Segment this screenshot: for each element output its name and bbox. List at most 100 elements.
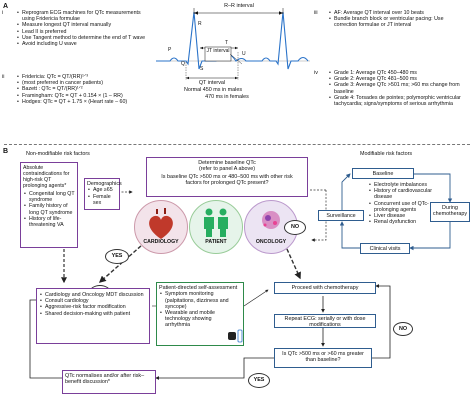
formula-framingham: Framingham: QTc = QT + 0.154 × (1 – RR) bbox=[17, 93, 156, 99]
demographics-list: Age ≥65 Female sex bbox=[87, 187, 117, 206]
normal-females: 470 ms in females bbox=[205, 94, 249, 100]
cell-icon bbox=[262, 211, 280, 229]
formula-list: Fridericia: QTc = QT/(RR)¹ᐟ³ (most prefe… bbox=[16, 74, 156, 105]
qt-interval-label: QT interval bbox=[198, 80, 226, 86]
absolute-title: Absolute contraindications for high-risk… bbox=[23, 165, 70, 189]
list-item: Family history of long QT syndrome bbox=[24, 203, 75, 215]
section-ii-number: ii bbox=[2, 74, 5, 80]
grade-2: Grade 2: Average QTc 481–500 ms bbox=[329, 76, 468, 82]
section-iv-number: iv bbox=[314, 70, 318, 76]
modifiable-list-wrap: Electrolyte imbalances History of cardio… bbox=[368, 182, 432, 226]
no-bubble: NO bbox=[284, 220, 306, 235]
patient-icon bbox=[204, 208, 228, 237]
demographics-box: Demographics Age ≥65 Female sex bbox=[84, 178, 122, 210]
oncology-label: ONCOLOGY bbox=[255, 239, 287, 245]
patient-circle: PATIENT bbox=[189, 200, 243, 254]
panel-a-section-iv: iv Grade 1: Average QTc 450–480 ms Grade… bbox=[314, 70, 468, 107]
qtc-normalises-box: QTc normalises and/or after risk–benefit… bbox=[62, 370, 156, 394]
modifiable-title: Modifiable risk factors bbox=[360, 151, 413, 157]
list-item: Age ≥65 bbox=[88, 187, 117, 193]
list-item: Electrolyte imbalances bbox=[369, 182, 432, 188]
mdt-box: Cardiology and Oncology MDT discussion C… bbox=[36, 288, 150, 344]
list-item: AF: Average QT interval over 10 beats bbox=[329, 10, 468, 16]
panel-divider bbox=[4, 144, 470, 145]
ecg-u-label: U bbox=[242, 51, 246, 57]
list-item: Use Tangent method to determine the end … bbox=[17, 35, 148, 41]
formula-fridericia: Fridericia: QTc = QT/(RR)¹ᐟ³ bbox=[17, 74, 156, 80]
list-item: Wearable and mobile technology showing a… bbox=[160, 310, 241, 329]
jt-interval-label: JT interval bbox=[206, 48, 230, 54]
ecg-s-label: S bbox=[200, 66, 204, 72]
panel-a-label: A bbox=[3, 3, 9, 10]
list-item: History of cardiovascular disease bbox=[369, 188, 432, 200]
no-bubble-right: NO bbox=[393, 322, 413, 336]
normal-males: Normal 450 ms in males bbox=[183, 87, 243, 93]
list-item: Renal dysfunction bbox=[369, 219, 432, 225]
section-iii-number: iii bbox=[314, 10, 318, 16]
list-item: Cardiology and Oncology MDT discussion bbox=[40, 292, 147, 298]
cardiology-label: CARDIOLOGY bbox=[143, 239, 179, 245]
grade-3: Grade 3: Average QTc >501 ms; >60 ms cha… bbox=[329, 82, 468, 94]
cycle-during-chemo: During chemotherapy bbox=[430, 202, 470, 222]
panel-a-section-i: i Reprogram ECG machines for QTc measure… bbox=[2, 10, 148, 47]
panel-b-label: B bbox=[3, 148, 9, 155]
nonmodifiable-title: Non-modifiable risk factors bbox=[26, 151, 90, 157]
list-item: Reprogram ECG machines for QTc measureme… bbox=[17, 10, 148, 22]
wearable-icon bbox=[228, 329, 243, 343]
list-item: Liver disease bbox=[369, 213, 432, 219]
ecg-t-label: T bbox=[225, 40, 229, 46]
rr-interval-label: R–R interval bbox=[224, 3, 254, 9]
yes-bubble: YES bbox=[105, 249, 129, 264]
list-item: Shared decision-making with patient bbox=[40, 311, 147, 317]
list-item: Measure longest QT interval manually bbox=[17, 22, 148, 28]
cycle-clinical-visits: Clinical visits bbox=[360, 243, 410, 254]
self-assessment-list: Symptom monitoring (palpitations, dizzin… bbox=[159, 291, 241, 328]
qtc-threshold-box: Is QTc >500 ms or >60 ms greater than ba… bbox=[274, 348, 372, 368]
panel-a-section-ii: ii Fridericia: QTc = QT/(RR)¹ᐟ³ (most pr… bbox=[2, 74, 156, 105]
heart-icon bbox=[149, 208, 173, 239]
grade-4: Grade 4: Torsades de pointes; polymorphi… bbox=[329, 95, 468, 107]
list-item: History of life-threatening VA bbox=[24, 216, 75, 228]
baseline-line1: Determine baseline QTc bbox=[198, 160, 256, 166]
formula-hodges: Hodges: QTc = QT + 1.75 × (Heart rate – … bbox=[17, 99, 156, 105]
repeat-ecg-box: Repeat ECG: serially or with dose modifi… bbox=[274, 314, 376, 328]
section-iii-list: AF: Average QT interval over 10 beats Bu… bbox=[328, 10, 468, 29]
list-item: Consult cardiology bbox=[40, 298, 147, 304]
list-item: Bundle branch block or ventricular pacin… bbox=[329, 16, 468, 28]
ecg-q-label: Q bbox=[181, 61, 185, 67]
cycle-surveillance: Surveillance bbox=[318, 210, 364, 221]
patient-label: PATIENT bbox=[205, 239, 227, 245]
formula-note-text: (most preferred in cancer patients) bbox=[22, 80, 103, 87]
baseline-line2: (refer to panel A above) bbox=[198, 166, 256, 173]
self-assessment-box: Patient-directed self-assessment Symptom… bbox=[156, 282, 244, 346]
list-item: Lead II is preferred bbox=[17, 29, 148, 35]
baseline-question: Is baseline QTc >500 ms or 480–500 ms wi… bbox=[161, 173, 293, 186]
baseline-qtc-box: Determine baseline QTc (refer to panel A… bbox=[146, 157, 308, 197]
list-item: Aggressive-risk factor modification bbox=[40, 304, 147, 310]
list-item: Symptom monitoring (palpitations, dizzin… bbox=[160, 291, 241, 310]
yes-bubble-bottom: YES bbox=[248, 373, 270, 388]
list-item: Concurrent use of QTc-prolonging agents bbox=[369, 201, 432, 213]
absolute-list: Congenital long QT syndrome Family histo… bbox=[23, 191, 75, 228]
ecg-trace bbox=[156, 11, 309, 70]
modifiable-list: Electrolyte imbalances History of cardio… bbox=[368, 182, 432, 226]
demographics-title: Demographics bbox=[87, 181, 122, 187]
absolute-contraindications-box: Absolute contraindications for high-risk… bbox=[20, 162, 78, 248]
section-i-list: Reprogram ECG machines for QTc measureme… bbox=[16, 10, 148, 47]
proceed-chemo-box: Proceed with chemotherapy bbox=[274, 282, 376, 294]
self-assessment-title: Patient-directed self-assessment bbox=[159, 285, 238, 291]
ecg-r-label: R bbox=[198, 21, 202, 27]
section-i-number: i bbox=[2, 10, 4, 16]
list-item: Female sex bbox=[88, 194, 117, 206]
cardiology-circle: CARDIOLOGY bbox=[134, 200, 188, 254]
list-item: Avoid including U wave bbox=[17, 41, 148, 47]
formula-note: (most preferred in cancer patients) bbox=[17, 80, 156, 87]
ecg-p-label: P bbox=[168, 47, 172, 53]
mdt-list: Cardiology and Oncology MDT discussion C… bbox=[39, 292, 147, 317]
grade-1: Grade 1: Average QTc 450–480 ms bbox=[329, 70, 468, 76]
cycle-baseline: Baseline bbox=[352, 168, 414, 179]
list-item: Congenital long QT syndrome bbox=[24, 191, 75, 203]
grade-list: Grade 1: Average QTc 450–480 ms Grade 2:… bbox=[328, 70, 468, 107]
panel-a-section-iii: iii AF: Average QT interval over 10 beat… bbox=[314, 10, 468, 29]
